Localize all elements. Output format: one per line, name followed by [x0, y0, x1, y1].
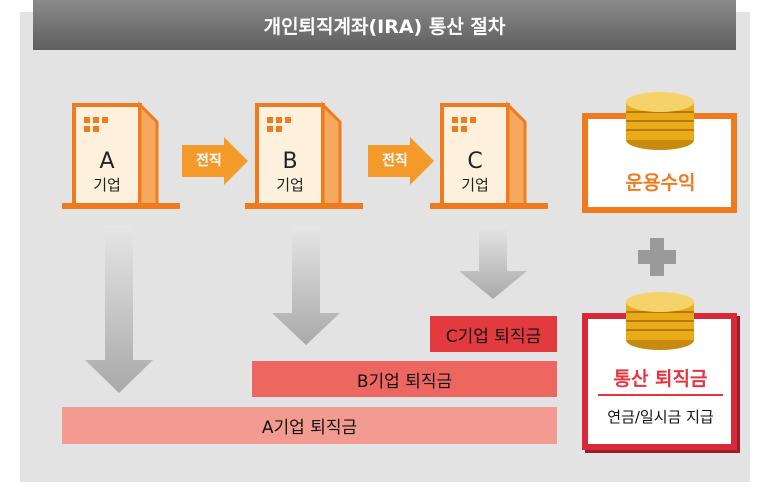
diagram-title: 개인퇴직계좌(IRA) 통산 절차 [33, 0, 736, 50]
investment-return-label: 운용수익 [625, 172, 696, 194]
company-a-letter: A [99, 149, 114, 174]
coin-stack-icon [626, 92, 694, 150]
company-b-letter: B [282, 149, 297, 174]
company-b-suffix: 기업 [276, 176, 304, 194]
total-retirement-card [582, 313, 737, 450]
bar-company-c-retirement: C기업 퇴직금 [430, 316, 557, 352]
total-retirement-label: 통산 퇴직금 [613, 368, 708, 390]
bar-company-b-retirement: B기업 퇴직금 [252, 361, 557, 397]
bar-company-a-retirement: A기업 퇴직금 [62, 407, 557, 444]
down-arrow-a [85, 225, 153, 393]
transfer-label-2: 전직 [382, 153, 408, 169]
payout-label: 연금/일시금 지급 [607, 408, 714, 426]
transfer-label-1: 전직 [196, 153, 222, 169]
divider [598, 394, 723, 396]
company-b-building: B 기업 [245, 101, 363, 209]
company-a-suffix: 기업 [93, 176, 121, 194]
company-c-letter: C [467, 149, 482, 174]
company-a-building: A 기업 [62, 101, 180, 209]
down-arrow-b [272, 225, 340, 345]
coin-stack-icon-2 [626, 292, 694, 350]
transfer-arrow-1 [182, 137, 248, 185]
company-c-suffix: 기업 [461, 176, 489, 194]
down-arrow-c [459, 225, 527, 299]
company-c-building: C 기업 [430, 101, 548, 209]
transfer-arrow-2 [368, 137, 434, 185]
plus-icon [638, 238, 676, 276]
